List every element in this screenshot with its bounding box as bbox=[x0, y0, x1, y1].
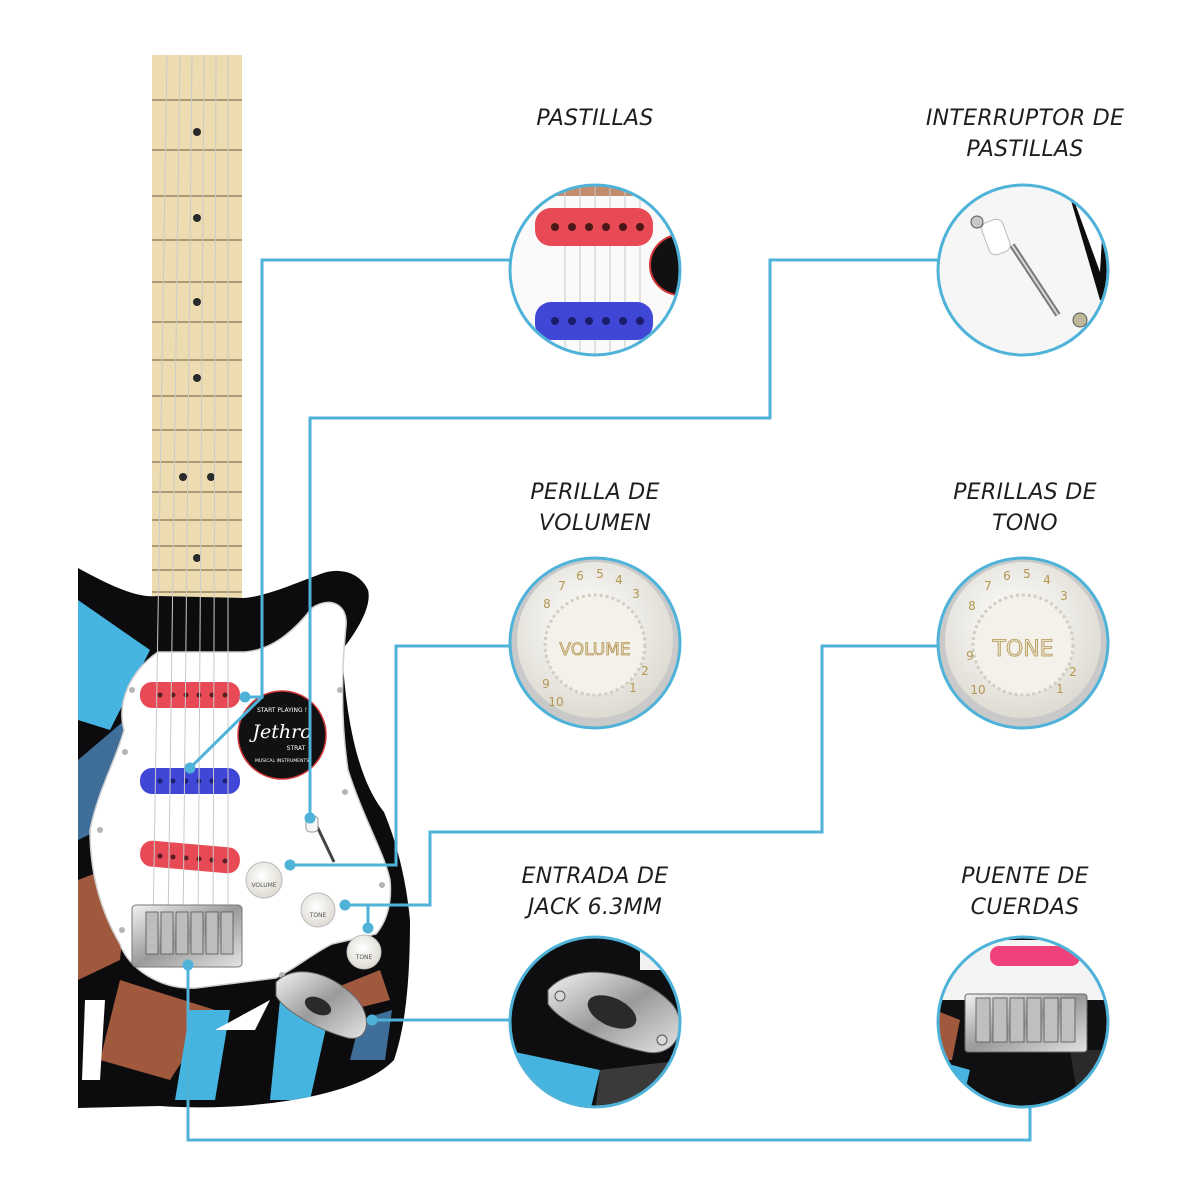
volume-knob-text: VOLUME bbox=[559, 640, 630, 660]
tone-knob-1-small: TONE bbox=[300, 892, 336, 928]
body-graphic-pattern bbox=[78, 600, 392, 1100]
svg-text:1: 1 bbox=[1056, 682, 1064, 696]
tone-knob-2-small: TONE bbox=[346, 934, 382, 970]
svg-text:3: 3 bbox=[632, 587, 640, 601]
detail-jack bbox=[508, 935, 682, 1109]
label-puente-line1: PUENTE DE bbox=[961, 864, 1089, 889]
label-tono: PERILLAS DE TONO bbox=[875, 477, 1175, 539]
svg-text:7: 7 bbox=[558, 579, 566, 593]
label-volumen-line1: PERILLA DE bbox=[530, 480, 660, 505]
bridge-saddles bbox=[145, 911, 234, 955]
svg-text:10: 10 bbox=[548, 695, 563, 709]
label-jack-line1: ENTRADA DE bbox=[521, 864, 669, 889]
svg-text:1: 1 bbox=[629, 681, 637, 695]
connector-puente bbox=[186, 963, 1032, 1142]
middle-pickup bbox=[140, 768, 240, 794]
detail-pastillas bbox=[508, 183, 682, 357]
fret-markers bbox=[179, 128, 215, 562]
connector-lines bbox=[186, 258, 1032, 1142]
svg-text:9: 9 bbox=[966, 649, 974, 663]
label-pastillas: PASTILLAS bbox=[445, 103, 745, 134]
detail-interruptor bbox=[936, 183, 1110, 357]
connector-tono bbox=[343, 644, 942, 907]
svg-text:10: 10 bbox=[970, 683, 985, 697]
svg-text:6: 6 bbox=[576, 569, 584, 583]
svg-text:3: 3 bbox=[1060, 589, 1068, 603]
guitar-strings bbox=[152, 54, 229, 931]
neck-pickup bbox=[140, 682, 240, 708]
connector-volumen bbox=[288, 644, 512, 867]
tone-knob-1-small-text: TONE bbox=[309, 912, 327, 919]
label-jack-line2: JACK 6.3MM bbox=[527, 895, 663, 920]
label-volumen: PERILLA DE VOLUMEN bbox=[445, 477, 745, 539]
label-tono-line1: PERILLAS DE bbox=[953, 480, 1097, 505]
connector-endpoints bbox=[182, 691, 378, 1026]
svg-text:5: 5 bbox=[596, 567, 604, 581]
label-tono-line2: TONO bbox=[992, 511, 1058, 536]
sticker-brand: Jethro bbox=[248, 721, 311, 743]
label-interruptor-line1: INTERRUPTOR DE bbox=[925, 106, 1125, 131]
label-puente-line2: CUERDAS bbox=[970, 895, 1080, 920]
sticker-line1: START PLAYING ! bbox=[257, 707, 307, 714]
pickguard-screws bbox=[97, 687, 385, 978]
label-volumen-line2: VOLUMEN bbox=[538, 511, 652, 536]
svg-text:2: 2 bbox=[641, 664, 649, 678]
volume-knob-small-text: VOLUME bbox=[251, 882, 276, 889]
volume-knob-small: VOLUME bbox=[245, 861, 283, 899]
svg-text:5: 5 bbox=[1023, 567, 1031, 581]
fret-lines bbox=[152, 99, 242, 593]
svg-text:9: 9 bbox=[542, 677, 550, 691]
connector-interruptor bbox=[308, 258, 942, 820]
connector-pastillas-branch bbox=[187, 694, 265, 771]
label-pastillas-line1: PASTILLAS bbox=[536, 106, 654, 131]
svg-text:7: 7 bbox=[984, 579, 992, 593]
brand-sticker: START PLAYING ! Jethro STRAT MUSICAL INS… bbox=[237, 690, 327, 780]
svg-text:6: 6 bbox=[1003, 569, 1011, 583]
guitar: START PLAYING ! Jethro STRAT MUSICAL INS… bbox=[78, 54, 410, 1108]
tone-knob-2-small-text: TONE bbox=[355, 954, 373, 961]
label-interruptor: INTERRUPTOR DE PASTILLAS bbox=[875, 103, 1175, 165]
svg-text:4: 4 bbox=[1043, 573, 1051, 587]
tone-knob-text: TONE bbox=[991, 637, 1053, 662]
detail-puente bbox=[936, 935, 1110, 1109]
svg-text:8: 8 bbox=[968, 599, 976, 613]
sticker-line4: MUSICAL INSTRUMENTS bbox=[255, 758, 309, 764]
label-interruptor-line2: PASTILLAS bbox=[966, 137, 1084, 162]
sticker-line3: STRAT bbox=[287, 745, 306, 752]
svg-text:4: 4 bbox=[615, 573, 623, 587]
label-jack: ENTRADA DE JACK 6.3MM bbox=[445, 861, 745, 923]
svg-text:2: 2 bbox=[1069, 665, 1077, 679]
bridge-pickup bbox=[140, 840, 240, 874]
connector-pastillas bbox=[243, 258, 512, 699]
guitar-neck bbox=[152, 55, 242, 615]
svg-text:8: 8 bbox=[543, 597, 551, 611]
jack-hole bbox=[304, 996, 332, 1016]
label-puente: PUENTE DE CUERDAS bbox=[875, 861, 1175, 923]
